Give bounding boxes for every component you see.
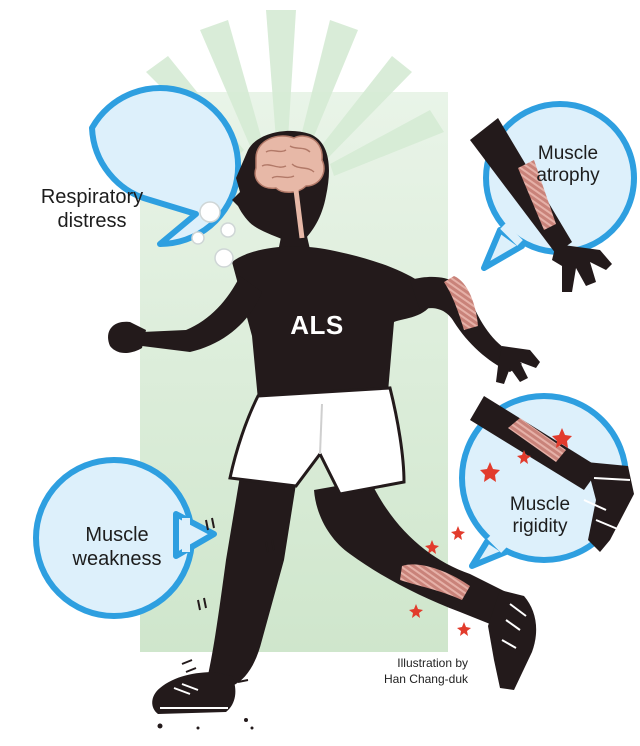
credit-line1: Illustration by	[397, 656, 468, 670]
respiratory-distress-line1: Respiratory	[40, 186, 144, 208]
als-title: ALS	[290, 310, 344, 340]
ground-dots	[157, 718, 254, 730]
illustration-credit: Illustration by Han Chang-duk	[318, 656, 468, 687]
star-icon	[409, 428, 572, 636]
muscle-weakness-bubble	[33, 457, 217, 619]
brain-icon	[254, 135, 325, 239]
muscle-rigidity-label: Muscle rigidity	[488, 494, 592, 539]
muscle-weakness-line2: weakness	[72, 547, 162, 570]
credit-line2: Han Chang-duk	[383, 671, 468, 686]
rigidity-leg	[470, 396, 634, 552]
muscle-atrophy-line2: atrophy	[536, 165, 600, 187]
respiratory-distress-bubble	[89, 85, 242, 247]
respiratory-distress-label: Respiratory distress	[12, 186, 172, 233]
respiratory-distress-line2: distress	[57, 209, 127, 232]
muscle-icon	[444, 276, 478, 330]
muscle-weakness-label: Muscle weakness	[42, 524, 192, 571]
shorts-seam	[319, 403, 323, 455]
muscle-atrophy-label: Muscle atrophy	[516, 143, 620, 188]
tremor-marks	[181, 517, 275, 683]
muscle-weakness-line1: Muscle	[85, 524, 149, 546]
atrophy-arm	[470, 118, 612, 292]
white-shorts	[228, 386, 406, 496]
muscle-rigidity-line2: rigidity	[512, 516, 568, 538]
muscle-atrophy-line1: Muscle	[537, 143, 599, 164]
breath-bubble-icon	[191, 201, 236, 268]
shoe-details	[160, 603, 527, 709]
muscle-atrophy-bubble	[481, 101, 637, 271]
muscle-icon	[400, 564, 470, 600]
muscle-rigidity-line1: Muscle	[509, 494, 571, 515]
